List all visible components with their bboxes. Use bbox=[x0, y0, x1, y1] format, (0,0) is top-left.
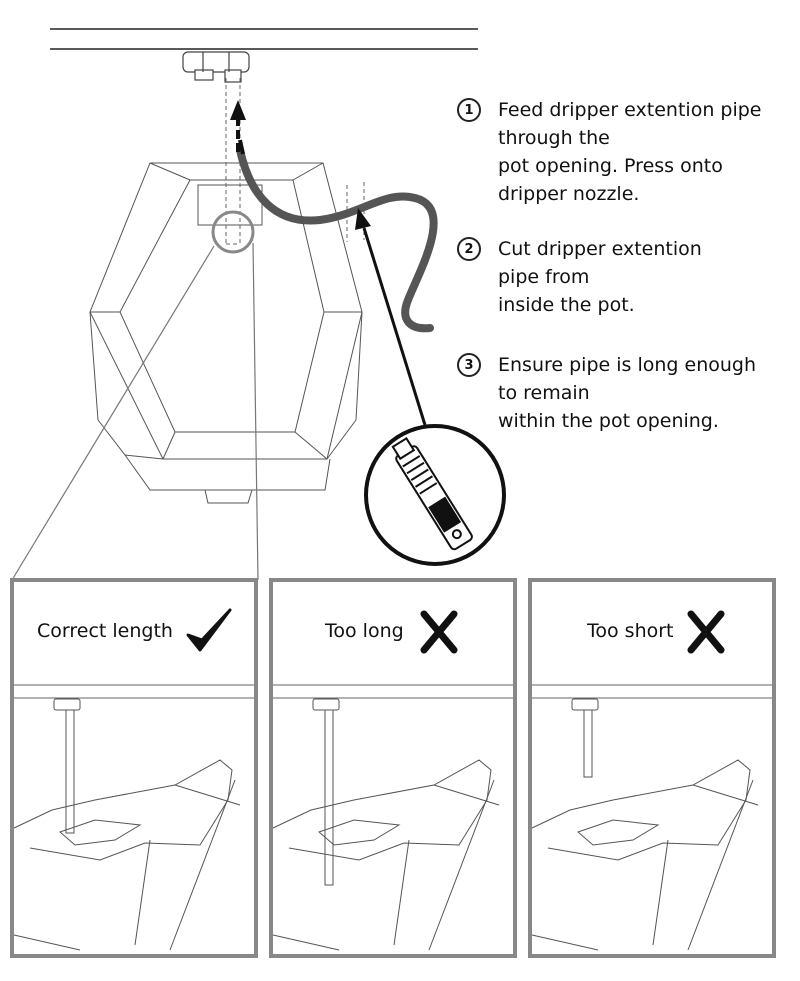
cutter-knife-icon bbox=[364, 424, 506, 566]
step-line: Feed dripper extention pipe bbox=[498, 99, 762, 121]
step-number-badge: 1 bbox=[457, 98, 481, 122]
step-line: through the bbox=[498, 127, 610, 149]
magnifier-leader-lines bbox=[11, 242, 259, 581]
step-2: 2 Cut dripper extention pipe from inside… bbox=[457, 235, 778, 319]
panel-label-correct-length: Correct length bbox=[37, 620, 173, 642]
extension-pipe bbox=[236, 146, 438, 333]
feed-arrow bbox=[230, 100, 246, 152]
step-1: 1 Feed dripper extention pipe through th… bbox=[457, 96, 778, 208]
panel-too-long bbox=[269, 578, 517, 958]
step-line: to remain bbox=[498, 382, 590, 404]
step-line: within the pot opening. bbox=[498, 410, 719, 432]
step-line: inside the pot. bbox=[498, 294, 635, 316]
cut-arrow bbox=[355, 208, 427, 426]
check-icon bbox=[186, 608, 232, 652]
panel-label-too-short: Too short bbox=[587, 620, 674, 642]
step-line: dripper nozzle. bbox=[498, 183, 640, 205]
step-line: Cut dripper extention bbox=[498, 238, 702, 260]
magnifier-circle bbox=[211, 210, 255, 254]
step-number-badge: 2 bbox=[457, 237, 481, 261]
dripper-nozzle bbox=[182, 51, 250, 83]
step-3: 3 Ensure pipe is long enough to remain w… bbox=[457, 351, 778, 435]
panel-too-short bbox=[528, 578, 776, 958]
step-2-text: Cut dripper extention pipe from inside t… bbox=[498, 235, 778, 319]
panel-correct-length bbox=[10, 578, 258, 958]
pipe-tail bbox=[238, 139, 245, 155]
step-1-text: Feed dripper extention pipe through the … bbox=[498, 96, 778, 208]
step-line: pipe from bbox=[498, 266, 590, 288]
step-line: Ensure pipe is long enough bbox=[498, 354, 757, 376]
cross-icon bbox=[687, 610, 725, 654]
cross-icon bbox=[420, 610, 458, 654]
pot-outline bbox=[89, 162, 363, 504]
step-3-text: Ensure pipe is long enough to remain wit… bbox=[498, 351, 778, 435]
panel-label-too-long: Too long bbox=[325, 620, 404, 642]
step-line: pot opening. Press onto bbox=[498, 155, 723, 177]
step-number-badge: 3 bbox=[457, 353, 481, 377]
